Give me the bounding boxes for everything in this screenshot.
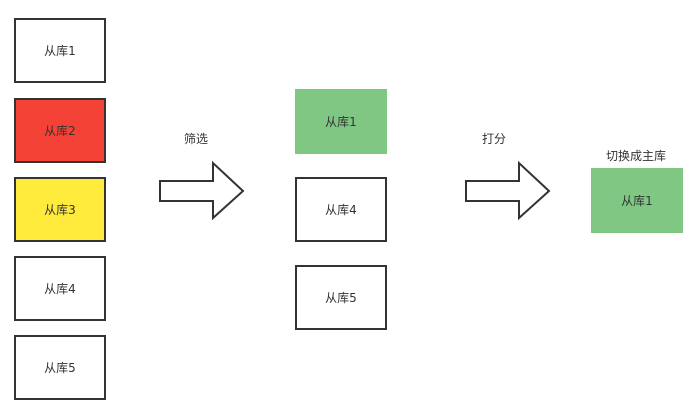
node-label: 从库5 xyxy=(44,361,76,375)
stage1-node-3: 从库3 xyxy=(14,177,106,242)
step1-label: 筛选 xyxy=(184,132,209,146)
stage2-node-3: 从库5 xyxy=(295,265,387,330)
stage1-node-1: 从库1 xyxy=(14,18,106,83)
stage2-node-2: 从库4 xyxy=(295,177,387,242)
step2-arrow xyxy=(465,160,551,221)
stage1-node-5: 从库5 xyxy=(14,335,106,400)
node-label: 从库1 xyxy=(621,194,653,208)
node-label: 从库2 xyxy=(44,124,76,138)
node-label: 从库5 xyxy=(325,291,357,305)
node-label: 从库3 xyxy=(44,203,76,217)
stage1-node-2: 从库2 xyxy=(14,98,106,163)
stage3-node: 从库1 xyxy=(591,168,683,233)
node-label: 从库1 xyxy=(325,115,357,129)
stage1-node-4: 从库4 xyxy=(14,256,106,321)
node-label: 从库4 xyxy=(44,282,76,296)
node-label: 从库1 xyxy=(44,44,76,58)
node-label: 从库4 xyxy=(325,203,357,217)
step2-label: 打分 xyxy=(482,132,507,146)
step1-arrow xyxy=(159,160,245,221)
stage3-title: 切换成主库 xyxy=(606,149,667,163)
stage2-node-1: 从库1 xyxy=(295,89,387,154)
